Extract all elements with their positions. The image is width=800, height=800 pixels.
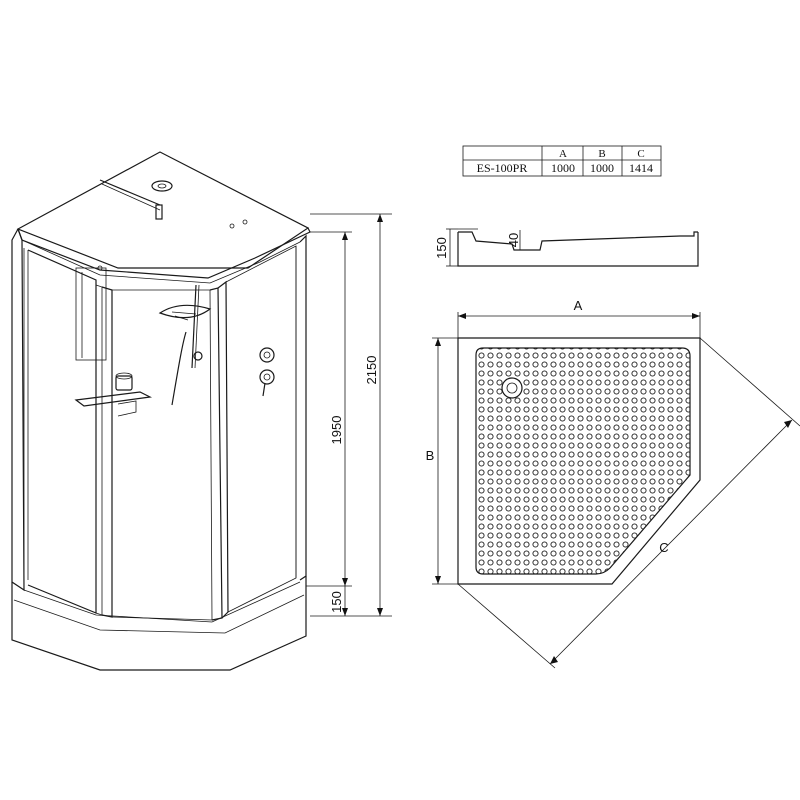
spec-value-b: 1000 (590, 161, 614, 175)
drain-depth-label: 40 (506, 233, 521, 247)
profile-height-label: 150 (434, 237, 449, 259)
total-height-label: 2150 (364, 356, 379, 385)
shelf-icon (74, 372, 153, 417)
cabin-tray-base (11, 576, 307, 671)
cabin-roof (16, 151, 310, 269)
tray-dim-b: B (426, 448, 435, 463)
cabin-height-label: 1950 (329, 416, 344, 445)
cabin-perspective-view (11, 151, 311, 671)
tray-height-label: 150 (329, 591, 344, 613)
spec-model: ES-100PR (477, 161, 528, 175)
tray-profile-view: 150 40 (434, 228, 699, 267)
tray-outer-edge (457, 337, 701, 585)
roof-rail (99, 179, 161, 206)
tray-dim-c: C (659, 540, 668, 555)
tray-plan-view: A B C (426, 298, 800, 669)
spec-header-a: A (559, 148, 567, 160)
cabin-left-wall (11, 228, 25, 592)
cabin-doors (27, 245, 297, 621)
back-window (75, 267, 107, 361)
spec-header-c: C (637, 148, 644, 160)
mixer-knobs-icon (259, 347, 275, 397)
spec-header-b: B (598, 148, 605, 160)
spec-value-c: 1414 (629, 161, 653, 175)
roof-vent-icon (151, 180, 173, 192)
tray-dim-a: A (574, 298, 583, 313)
cabin-right-wall (299, 234, 307, 581)
shower-head-icon (158, 284, 212, 406)
spec-table: A B C ES-100PR 1000 1000 1414 (462, 145, 662, 177)
spec-value-a: 1000 (551, 161, 575, 175)
elevation-dimensions: 2150 1950 150 (306, 213, 392, 617)
